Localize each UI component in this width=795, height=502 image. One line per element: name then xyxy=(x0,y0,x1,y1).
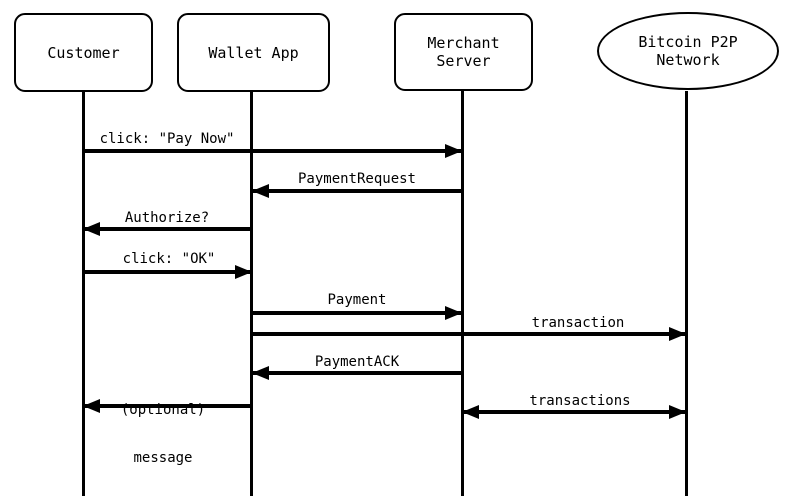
lifeline-merchant-server xyxy=(461,91,464,496)
message-label-transaction: transaction xyxy=(531,315,625,331)
message-arrow-payment-request xyxy=(252,184,462,198)
arrowhead-right-icon xyxy=(445,144,462,158)
lifeline-wallet-app xyxy=(250,91,253,496)
message-arrow-optional-message xyxy=(83,399,252,413)
arrowhead-left-icon xyxy=(462,405,479,419)
message-label-payment: Payment xyxy=(327,292,387,308)
message-arrow-payment xyxy=(252,306,462,320)
message-label-authorize: Authorize? xyxy=(124,210,210,226)
participant-label: Customer xyxy=(47,43,120,62)
arrowhead-right-icon xyxy=(669,405,686,419)
participant-label: Bitcoin P2P Network xyxy=(638,33,738,69)
arrowhead-left-icon xyxy=(252,366,269,380)
message-arrow-transactions xyxy=(462,405,686,419)
participant-merchant-server: Merchant Server xyxy=(394,13,533,91)
message-arrow-payment-ack xyxy=(252,366,462,380)
message-label-optional-message: (optional) message xyxy=(13,370,313,498)
arrowhead-left-icon xyxy=(252,184,269,198)
message-label-transactions: transactions xyxy=(529,393,631,409)
participant-label: Merchant Server xyxy=(427,34,500,70)
participant-wallet-app: Wallet App xyxy=(177,13,330,92)
message-label-line2: message xyxy=(133,450,193,466)
message-arrow-transaction xyxy=(252,327,686,341)
message-arrow-click-pay-now xyxy=(83,144,462,158)
message-arrow-click-ok xyxy=(83,265,252,279)
message-label-payment-ack: PaymentACK xyxy=(314,354,400,370)
arrowhead-right-icon xyxy=(669,327,686,341)
arrowhead-left-icon xyxy=(83,222,100,236)
message-label-click-pay-now: click: "Pay Now" xyxy=(99,131,235,147)
message-label-payment-request: PaymentRequest xyxy=(297,171,416,187)
participant-customer: Customer xyxy=(14,13,153,92)
message-arrow-authorize xyxy=(83,222,252,236)
participant-bitcoin-p2p-network: Bitcoin P2P Network xyxy=(597,12,779,90)
arrowhead-right-icon xyxy=(235,265,252,279)
participant-label: Wallet App xyxy=(208,43,299,62)
arrowhead-right-icon xyxy=(445,306,462,320)
arrowhead-left-icon xyxy=(83,399,100,413)
lifeline-customer xyxy=(82,91,85,496)
lifeline-bitcoin-p2p-network xyxy=(685,91,688,496)
message-label-click-ok: click: "OK" xyxy=(122,251,216,267)
